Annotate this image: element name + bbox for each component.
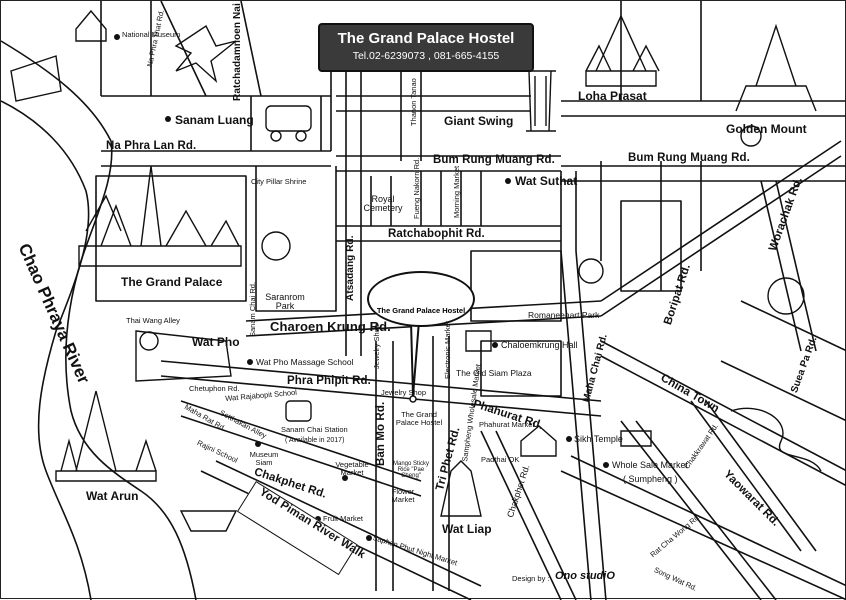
road-label: Morning Market: [452, 165, 461, 218]
place-label: Saranrom Park: [265, 292, 305, 311]
place-label: Museum Siam: [249, 450, 279, 467]
dragon-icon: [730, 407, 822, 472]
place-label: Phahurat Market: [479, 420, 535, 429]
temple-icon: [75, 9, 107, 42]
road-label: Bum Rung Muang Rd.: [433, 154, 555, 166]
road-label: Ratchadamnoen Nai Rd.: [232, 0, 243, 101]
hostel-bubble[interactable]: The Grand Palace Hostel: [367, 271, 475, 327]
road-label: Bum Rung Muang Rd.: [628, 152, 750, 164]
loha-prasat-icon: [585, 14, 660, 87]
wat-arun-icon: [55, 390, 157, 482]
tuk-tuk-icon: [265, 105, 312, 142]
place-label: The Grand Palace Hostel: [395, 410, 443, 427]
road-label: Atsadang Rd.: [345, 235, 356, 301]
place-label: Golden Mount: [726, 122, 807, 136]
reclining-buddha-icon: [135, 330, 232, 382]
place-label: Loha Prasat: [578, 89, 647, 103]
studio-name: Ono studiO: [555, 570, 615, 582]
golden-mount-icon: [735, 23, 817, 112]
road-label: Thai Wang Alley: [126, 316, 180, 325]
sign-title: The Grand Palace Hostel: [337, 30, 515, 47]
road-label: Phra Phipit Rd.: [287, 375, 371, 387]
road-label: Sanam Chai Rd.: [248, 281, 257, 337]
road-label: Jewelry Shop: [372, 323, 381, 369]
place-label: Wat Arun: [86, 489, 139, 503]
road-label: Ban Mo Rd.: [375, 401, 387, 466]
bear-icon: [767, 277, 805, 315]
road-label: Jewelry Shop: [381, 388, 427, 397]
road-label: Fueng Nakorn Rd.: [412, 157, 421, 219]
kite-icon: [174, 24, 237, 84]
road-label: Chetuphon Rd.: [189, 384, 240, 393]
place-label: Whole Sale Market: [612, 460, 689, 470]
place-label: ( Sumpheng ): [623, 474, 678, 484]
road-label: Charoen Krung Rd.: [270, 319, 391, 334]
tree-icon: [261, 231, 291, 261]
place-label: Sikh Temple: [574, 434, 623, 444]
place-label: Giant Swing: [444, 114, 514, 128]
place-label: Wat Suthat: [515, 174, 578, 188]
road-label: Ratchabophit Rd.: [388, 228, 485, 240]
place-label: The Grand Palace: [121, 275, 223, 289]
place-label: Sanam Luang: [175, 113, 254, 127]
boat-icon: [10, 55, 62, 102]
place-label: Royal Cemetery: [363, 194, 403, 213]
road-label: Electronic Market: [443, 321, 452, 379]
place-label: National Museum: [122, 30, 181, 39]
place-label: Padthai OK: [481, 455, 520, 464]
sign-phone: Tel.02-6239073 , 081-665-4155: [352, 50, 500, 62]
place-label: The Old Siam Plaza: [456, 368, 532, 378]
place-label: Wat Liap: [442, 522, 492, 536]
place-label: Mango Sticky Rice "Pae Cheng": [392, 461, 429, 479]
place-label: Vegetable Market: [335, 460, 369, 477]
place-label: Wat Pho Massage School: [256, 357, 354, 367]
road-label: Na Phra Lan Rd.: [106, 140, 197, 152]
place-label: Romaneenart Park: [528, 310, 600, 320]
credit-label: Design by :: [512, 574, 550, 583]
hostel-bubble-label: The Grand Palace Hostel: [376, 306, 466, 315]
train-icon: [285, 400, 312, 422]
place-label: Fruit Market: [323, 514, 364, 523]
hostel-sign: The Grand Palace Hostel Tel.02-6239073 ,…: [318, 23, 534, 72]
place-label: ( Available in 2017): [285, 437, 345, 444]
place-label: Flower Market: [391, 487, 415, 504]
palace-icon: [78, 165, 242, 267]
place-label: City Pillar Shrine: [251, 177, 307, 186]
giant-swing-icon: [523, 70, 556, 132]
place-label: Wat Pho: [192, 335, 240, 349]
road-label: Thanon Tanao: [409, 78, 418, 126]
place-label: Chaloemkrung Hall: [501, 340, 578, 350]
place-label: Sanam Chai Station: [281, 425, 348, 434]
